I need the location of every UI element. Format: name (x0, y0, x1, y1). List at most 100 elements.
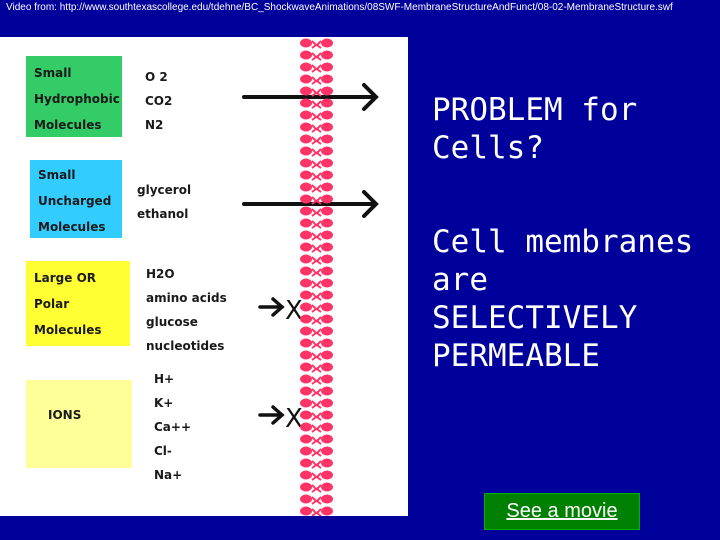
group-label-line: Molecules (38, 220, 106, 234)
group-label-line: Polar (34, 297, 70, 311)
phospholipid-head (321, 218, 333, 228)
phospholipid-tail (311, 76, 322, 85)
phospholipid-tail (311, 136, 322, 145)
phospholipid-head (321, 410, 333, 420)
group-label-line: Small (34, 66, 72, 80)
phospholipid-tail (311, 484, 322, 493)
phospholipid-tail (311, 160, 322, 169)
phospholipid-head (321, 386, 333, 396)
phospholipid-head (300, 74, 312, 84)
see-movie-button[interactable]: See a movie (484, 493, 640, 530)
phospholipid-tail (311, 316, 322, 325)
see-movie-link[interactable]: See a movie (506, 500, 618, 522)
phospholipid-head (300, 50, 312, 60)
phospholipid-tail (311, 208, 322, 217)
phospholipid-head (300, 314, 312, 324)
phospholipid-head (321, 338, 333, 348)
molecule-list-uncharged: glycerol ethanol (137, 178, 191, 226)
molecule-label: N2 (145, 118, 164, 132)
phospholipid-tail (311, 400, 322, 409)
phospholipid-head (321, 254, 333, 264)
phospholipid-head (300, 278, 312, 288)
membrane-diagram: Small Hydrophobic Molecules Small Unchar… (0, 37, 408, 516)
phospholipid-head (300, 398, 312, 408)
statement-line: are (432, 262, 488, 298)
phospholipid-head (321, 230, 333, 240)
phospholipid-head (300, 326, 312, 336)
statement-line: PERMEABLE (432, 338, 600, 374)
group-label-line: Uncharged (38, 194, 112, 208)
phospholipid-head (321, 446, 333, 456)
phospholipid-head (321, 470, 333, 480)
phospholipid-tail (311, 412, 322, 421)
phospholipid-head (321, 182, 333, 192)
phospholipid-head (321, 398, 333, 408)
molecule-label: ethanol (137, 207, 189, 221)
phospholipid-tail (311, 280, 322, 289)
phospholipid-head (321, 122, 333, 132)
phospholipid-head (321, 422, 333, 432)
molecule-label: glycerol (137, 183, 192, 197)
phospholipid-head (300, 362, 312, 372)
phospholipid-tail (311, 328, 322, 337)
statement-line: Cell membranes (432, 224, 694, 260)
phospholipid-tail (311, 448, 322, 457)
molecule-label: nucleotides (146, 339, 225, 353)
molecule-list-large-polar: H2O amino acids glucose nucleotides (146, 262, 227, 358)
phospholipid-head (300, 194, 312, 204)
phospholipid-tail (311, 436, 322, 445)
molecule-label: amino acids (146, 291, 227, 305)
phospholipid-head (321, 158, 333, 168)
phospholipid-tail (311, 40, 322, 49)
phospholipid-head (321, 50, 333, 60)
phospholipid-tail (311, 124, 322, 133)
phospholipid-tail (311, 220, 322, 229)
phospholipid-head (321, 38, 333, 48)
phospholipid-tail (311, 196, 322, 205)
phospholipid-head (321, 482, 333, 492)
source-caption: Video from: http://www.southtexascollege… (6, 2, 673, 13)
phospholipid-head (300, 494, 312, 504)
phospholipid-head (300, 434, 312, 444)
molecule-list-ions: H+ K+ Ca++ Cl- Na+ (154, 367, 191, 487)
phospholipid-head (300, 506, 312, 516)
phospholipid-head (321, 278, 333, 288)
phospholipid-head (300, 470, 312, 480)
selective-permeability-statement: Cell membranes are SELECTIVELY PERMEABLE (432, 223, 693, 375)
phospholipid-tail (311, 364, 322, 373)
molecule-label: Ca++ (154, 420, 192, 434)
phospholipid-tail (311, 352, 322, 361)
phospholipid-tail (311, 340, 322, 349)
phospholipid-head (300, 350, 312, 360)
molecule-label: H2O (146, 267, 175, 281)
phospholipid-head (300, 98, 312, 108)
phospholipid-head (321, 170, 333, 180)
phospholipid-head (300, 422, 312, 432)
molecule-label: glucose (146, 315, 198, 329)
group-box-uncharged: Small Uncharged Molecules (30, 160, 122, 238)
molecule-label: K+ (154, 396, 174, 410)
phospholipid-bilayer (300, 38, 333, 516)
phospholipid-head (321, 290, 333, 300)
transport-arrows: X X (242, 83, 379, 434)
phospholipid-head (300, 134, 312, 144)
molecule-label: CO2 (145, 94, 173, 108)
phospholipid-head (300, 446, 312, 456)
phospholipid-head (321, 434, 333, 444)
molecule-list-hydrophobic: O 2 CO2 N2 (145, 65, 172, 137)
phospholipid-tail (311, 244, 322, 253)
phospholipid-head (300, 218, 312, 228)
phospholipid-head (300, 230, 312, 240)
phospholipid-head (321, 146, 333, 156)
group-box-ions: IONS (26, 380, 132, 468)
phospholipid-tail (311, 232, 322, 241)
group-label-line: IONS (48, 408, 82, 422)
phospholipid-head (300, 242, 312, 252)
phospholipid-tail (311, 256, 322, 265)
phospholipid-tail (311, 472, 322, 481)
statement-line: SELECTIVELY (432, 300, 638, 336)
phospholipid-head (300, 146, 312, 156)
phospholipid-head (300, 122, 312, 132)
phospholipid-head (300, 386, 312, 396)
phospholipid-head (321, 110, 333, 120)
